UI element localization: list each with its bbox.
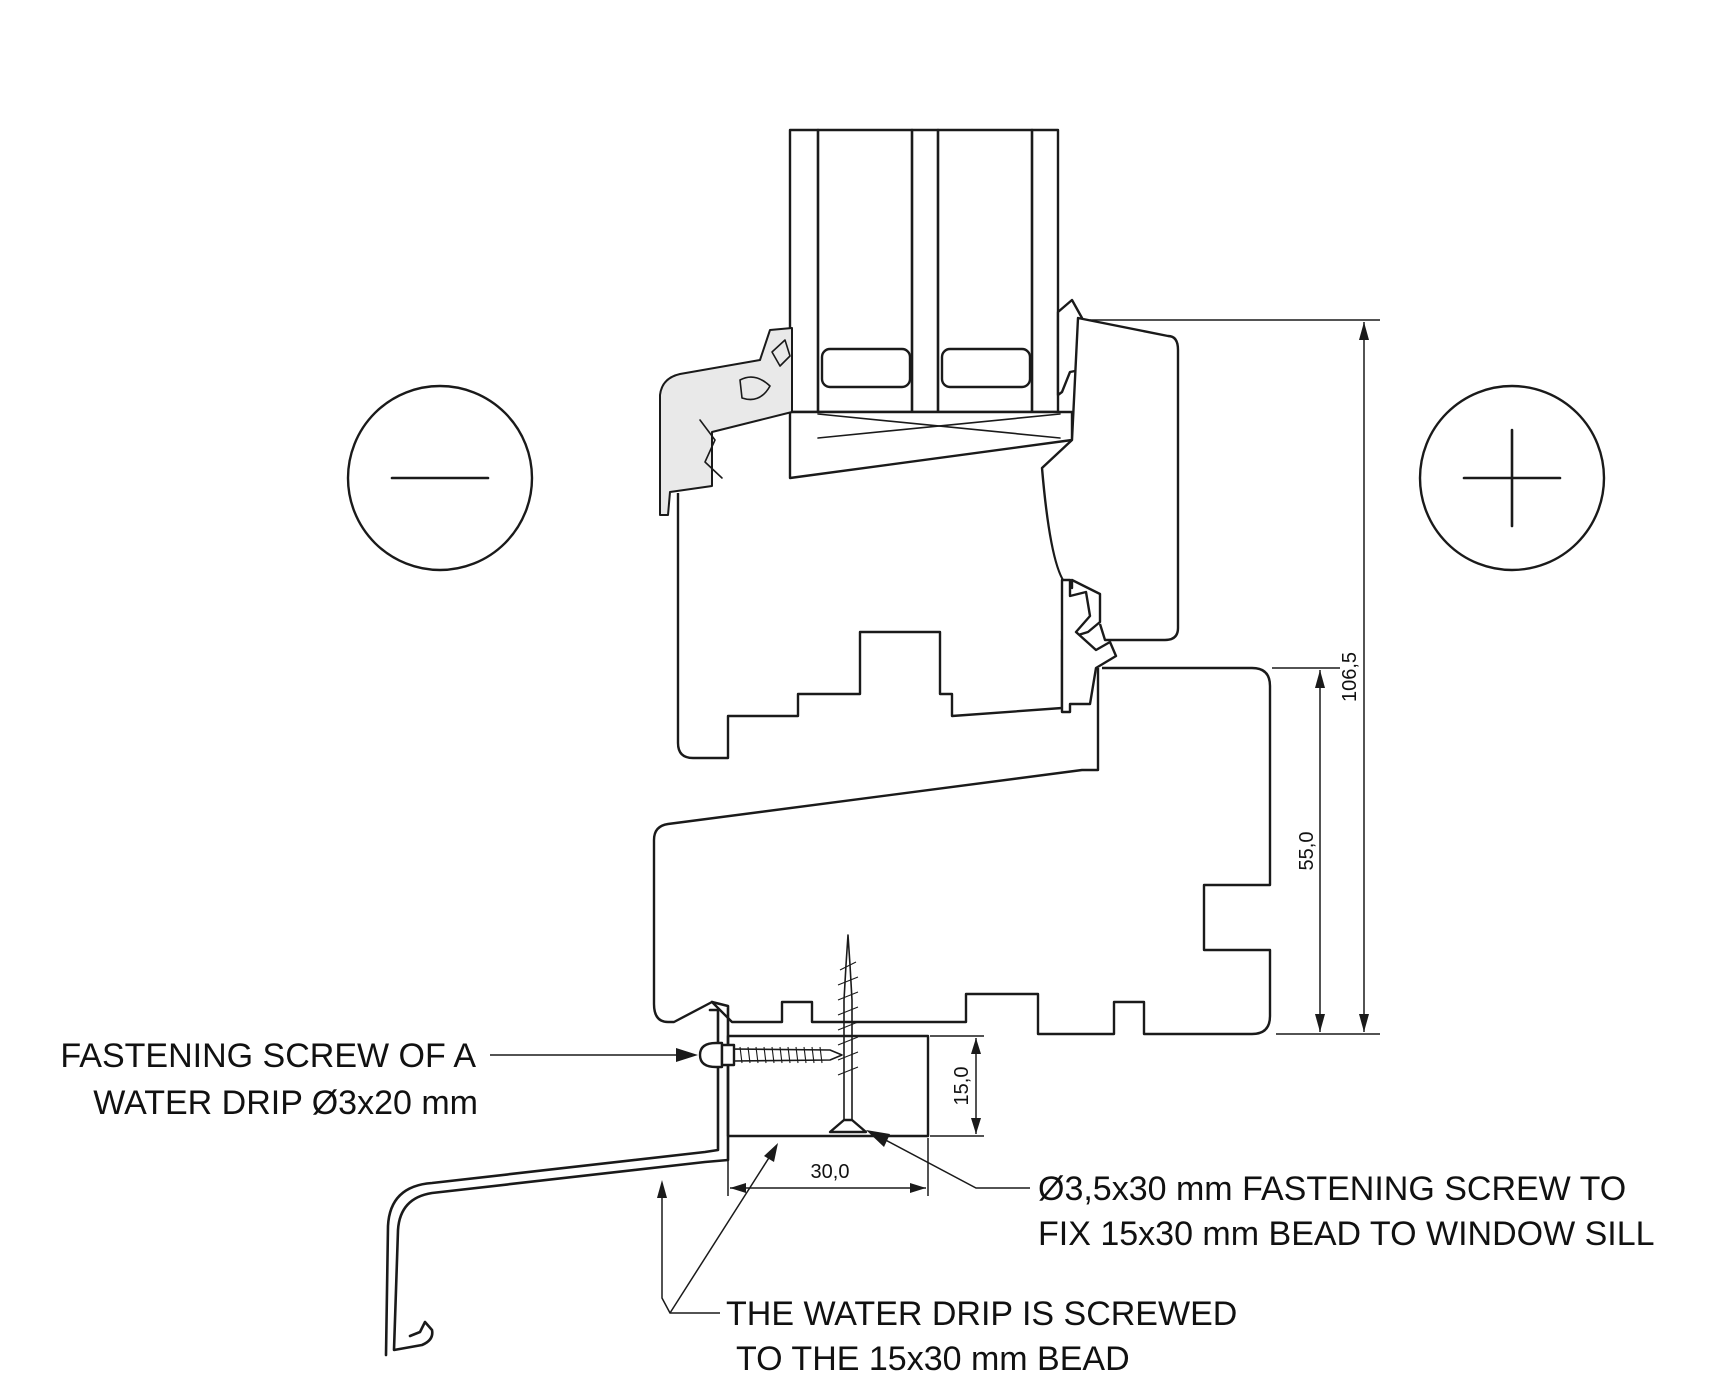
- label-drip-note-line2: TO THE 15x30 mm BEAD: [736, 1340, 1130, 1378]
- label-bead-screw: Ø3,5x30 mm FASTENING SCREW TO FIX 15x30 …: [1038, 1170, 1655, 1253]
- dimension-sill-height: 55,0: [1272, 667, 1340, 1032]
- water-drip: [392, 1000, 730, 1352]
- label-drip-note-line1: THE WATER DRIP IS SCREWED: [726, 1295, 1237, 1333]
- label-bead-screw-line1: Ø3,5x30 mm FASTENING SCREW TO: [1038, 1170, 1626, 1208]
- leader-bead-screw: [866, 1130, 1030, 1189]
- plus-symbol: [1418, 384, 1606, 572]
- label-drip-screw: FASTENING SCREW OF A WATER DRIP Ø3x20 mm: [60, 1037, 478, 1122]
- label-bead-screw-line2: FIX 15x30 mm BEAD TO WINDOW SILL: [1038, 1215, 1655, 1253]
- label-drip-screw-line2: WATER DRIP Ø3x20 mm: [93, 1084, 478, 1122]
- dimension-bead-width: 30,0: [727, 1138, 929, 1196]
- minus-symbol: [346, 384, 534, 572]
- bead-15x30: [726, 1034, 930, 1138]
- sash-profile: [676, 316, 1180, 760]
- label-drip-note: THE WATER DRIP IS SCREWED TO THE 15x30 m…: [726, 1295, 1237, 1378]
- dimension-label-15-0: 15,0: [951, 1067, 973, 1106]
- dimension-label-30-0: 30,0: [811, 1161, 850, 1183]
- bead-screw: [828, 934, 868, 1134]
- glazing-bead: [659, 327, 793, 516]
- leader-drip-note: [657, 1143, 778, 1314]
- dimension-label-106-5: 106,5: [1339, 652, 1361, 702]
- dimension-frame-height: 106,5: [1090, 319, 1380, 1035]
- frame-gasket: [1060, 578, 1118, 714]
- drip-screw: [698, 1041, 843, 1069]
- label-drip-screw-line1: FASTENING SCREW OF A: [60, 1037, 476, 1075]
- dimension-bead-height: 15,0: [930, 1035, 984, 1137]
- frame-profile: [652, 666, 1272, 1036]
- leader-drip-screw: [490, 1048, 698, 1062]
- dimension-label-55-0: 55,0: [1296, 832, 1318, 871]
- glazing-unit: [788, 128, 1074, 480]
